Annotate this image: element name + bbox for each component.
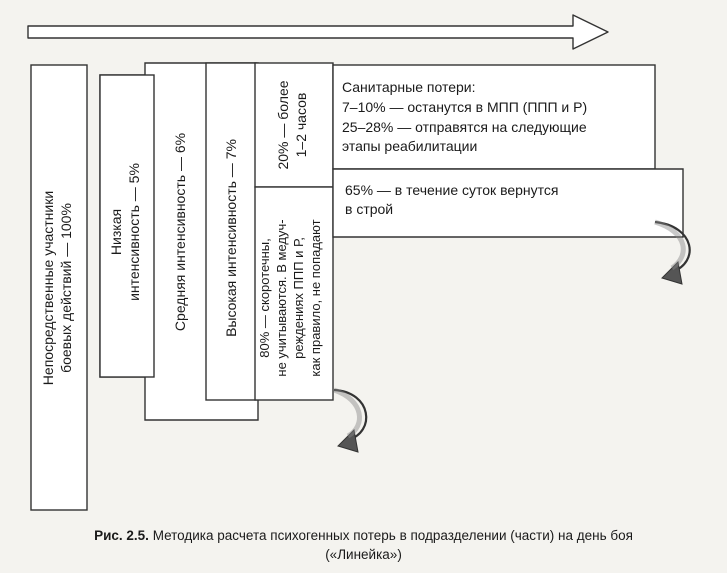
- figure-subtitle: («Линейка»): [325, 547, 402, 562]
- sanitary-losses-line-1: 7–10% — останутся в МПП (ППП и Р): [342, 99, 587, 115]
- low-intensity-label: Низкая интенсивность — 5%: [108, 163, 142, 301]
- medium-intensity-label: Средняя интенсивность — 6%: [172, 133, 188, 331]
- svg-text:Низкая: Низкая: [108, 209, 124, 255]
- figure-title: Методика расчета психогенных потерь в по…: [152, 528, 633, 543]
- direct-participants-label: Непосредственные участники боевых действ…: [40, 191, 74, 385]
- svg-text:80% — скоротечны,: 80% — скоротечны,: [257, 238, 272, 358]
- low-intensity-box-front: [99, 74, 155, 378]
- high-intensity-label: Высокая интенсивность — 7%: [223, 139, 239, 337]
- figure-caption: Рис. 2.5. Методика расчета психогенных п…: [0, 526, 727, 564]
- high-intensity-box: [205, 62, 257, 401]
- sanitary-losses-line-3: этапы реабилитации: [342, 138, 477, 154]
- svg-text:Средняя интенсивность — 6%: Средняя интенсивность — 6%: [172, 133, 188, 331]
- more-than-label: 20% — более 1–2 часов: [275, 80, 309, 169]
- svg-text:1–2 часов: 1–2 часов: [293, 93, 309, 158]
- losses-diagram: Непосредственные участники боевых действ…: [27, 14, 691, 511]
- svg-text:как правило, не попадают: как правило, не попадают: [308, 219, 323, 376]
- svg-text:Высокая интенсивность — 7%: Высокая интенсивность — 7%: [223, 139, 239, 337]
- top-arrow: [27, 14, 609, 50]
- svg-text:реждениях ППП и Р,: реждениях ППП и Р,: [291, 237, 306, 359]
- curved-arrow-right-icon: [654, 219, 691, 285]
- more-than-box: [254, 62, 334, 188]
- fast-label: 80% — скоротечны, не учитываются. В меду…: [257, 219, 323, 376]
- sanitary-losses-line-2: 25–28% — отправятся на следующие: [342, 119, 587, 135]
- figure-label: Рис. 2.5.: [94, 528, 149, 543]
- return-box: [332, 168, 684, 238]
- direct-participants-box: [30, 64, 88, 511]
- return-line-1: 65% — в течение суток вернутся: [345, 182, 559, 198]
- sanitary-losses-title: Санитарные потери:: [342, 79, 476, 95]
- svg-text:20% — более: 20% — более: [275, 80, 291, 169]
- sanitary-losses-box: [332, 64, 656, 170]
- curved-arrow-left-icon: [333, 387, 368, 453]
- fast-box: [254, 186, 334, 401]
- return-line-2: в строй: [345, 201, 393, 217]
- svg-text:боевых действий — 100%: боевых действий — 100%: [58, 203, 74, 373]
- svg-text:Непосредственные участники: Непосредственные участники: [40, 191, 56, 385]
- svg-text:интенсивность — 5%: интенсивность — 5%: [126, 163, 142, 301]
- svg-text:не учитываются. В медуч-: не учитываются. В медуч-: [274, 219, 289, 376]
